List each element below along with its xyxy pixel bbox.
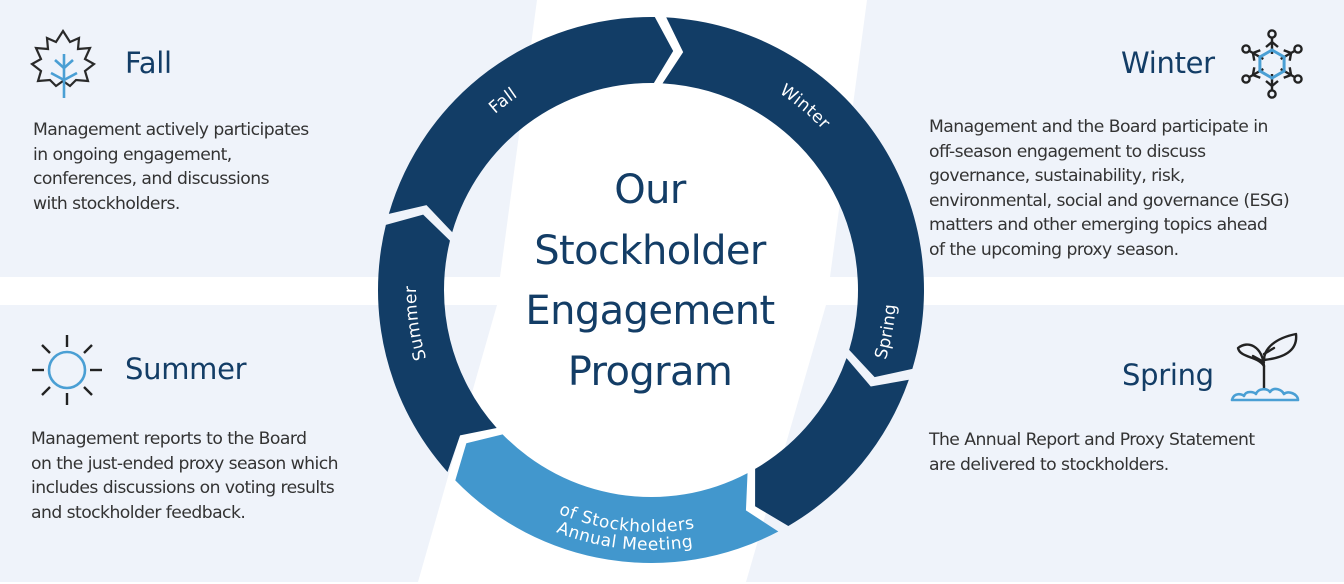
panel-summer-bg [0,305,497,582]
center-title-line: Our [614,167,686,213]
panel-spring-title: Spring [1122,358,1214,392]
panel-summer-title: Summer [125,352,247,386]
wheel-segment-fall [388,16,674,233]
panel-fall-description: Management actively participates in ongo… [33,120,309,214]
panel-spring-bg [746,305,1344,582]
wheel-segment-annual-meeting [455,434,779,563]
wheel-segment-winter [662,17,924,378]
panel-fall-title: Fall [125,46,172,80]
center-title-line: Program [567,348,733,395]
sprout-icon [1230,332,1300,402]
wheel-segment-summer [378,214,497,472]
center-title-line: Engagement [525,288,775,334]
panel-winter-bg [830,0,1344,277]
panel-winter-description: Management and the Board participate in … [929,117,1290,260]
panel-spring-description: The Annual Report and Proxy Statement ar… [929,430,1255,475]
panel-summer-description: Management reports to the Board on the j… [31,429,339,523]
center-title-line: Stockholder [534,227,766,274]
center-title: Our Stockholder Engagement Program [500,160,800,402]
wheel-segment-spring [755,358,909,526]
panel-winter-title: Winter [1121,46,1215,80]
snowflake-icon [1241,29,1303,99]
maple-leaf-icon [30,28,96,98]
sun-icon [32,335,102,405]
